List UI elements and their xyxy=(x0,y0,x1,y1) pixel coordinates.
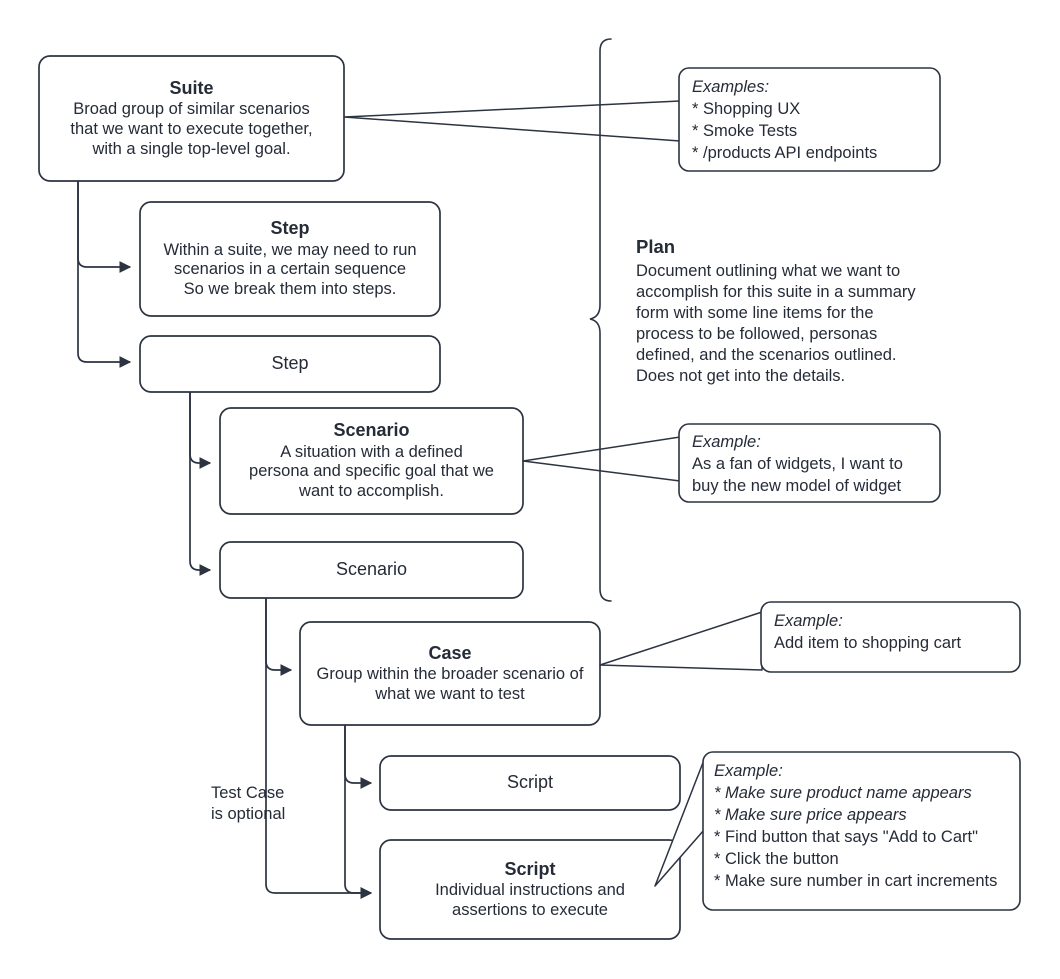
node-script-detail: Script Individual instructions and asser… xyxy=(380,840,680,939)
callout-tail-suite-examples xyxy=(343,100,681,142)
connector-step-to-scenario-detail xyxy=(189,391,212,469)
connector-scenario-to-script-detail xyxy=(265,597,373,899)
plan-line-2: accomplish for this suite in a summary xyxy=(636,282,916,301)
node-case-line-1: Group within the broader scenario of xyxy=(316,665,584,684)
callout-suite-examples: Examples: * Shopping UX * Smoke Tests * … xyxy=(692,77,942,165)
callout-script-example-line-4: * Find button that says "Add to Cart" xyxy=(714,827,978,846)
callout-case-example: Example: Add item to shopping cart xyxy=(774,611,1020,655)
callout-script-example-line-2: * Make sure product name appears xyxy=(714,783,972,802)
node-script-detail-title: Script xyxy=(504,858,556,879)
node-suite-title: Suite xyxy=(169,77,214,98)
callout-scenario-example: Example: As a fan of widgets, I want to … xyxy=(692,432,942,498)
connector-scenario-to-case xyxy=(265,597,293,676)
node-scenario-detail-line-1: A situation with a defined xyxy=(280,442,463,461)
connector-case-to-script-detail xyxy=(344,724,373,899)
callout-tail-case-example xyxy=(599,611,763,671)
connector-case-to-script-plain xyxy=(344,724,373,789)
plan-line-1: Document outlining what we want to xyxy=(636,261,901,280)
callout-scenario-example-line-1: Example: xyxy=(692,433,761,451)
callout-script-example: Example: * Make sure product name appear… xyxy=(714,761,1020,893)
plan-line-5: defined, and the scenarios outlined. xyxy=(636,346,897,365)
node-scenario-detail-title: Scenario xyxy=(333,420,410,441)
callout-scenario-example-line-3: buy the new model of widget xyxy=(692,476,902,495)
node-script-detail-line-2: assertions to execute xyxy=(452,900,608,919)
node-step-detail-line-3: So we break them into steps. xyxy=(183,280,397,299)
plan-title: Plan xyxy=(636,236,676,257)
node-box-script-detail xyxy=(379,839,681,940)
node-scenario-detail: Scenario A situation with a defined pers… xyxy=(220,408,523,514)
node-box-script-plain xyxy=(379,755,681,811)
node-scenario-plain: Scenario xyxy=(220,542,523,598)
callout-box-suite-examples xyxy=(678,67,941,172)
plan-description: Plan Document outlining what we want to … xyxy=(636,235,956,387)
callout-script-example-line-1: Example: xyxy=(714,762,783,780)
node-step-detail: Step Within a suite, we may need to run … xyxy=(140,202,440,316)
plan-line-6: Does not get into the details. xyxy=(636,367,846,386)
node-box-step-detail xyxy=(139,201,441,317)
node-script-plain: Script xyxy=(380,756,680,810)
node-script-detail-line-1: Individual instructions and xyxy=(435,881,625,900)
callout-tail-scenario-example xyxy=(522,436,681,482)
node-suite-line-3: with a single top-level goal. xyxy=(92,139,291,158)
callout-suite-examples-line-3: * Smoke Tests xyxy=(692,121,798,140)
node-box-scenario-plain xyxy=(219,541,524,599)
callout-script-example-line-3: * Make sure price appears xyxy=(714,805,907,824)
node-suite-line-2: that we want to execute together, xyxy=(70,119,313,138)
node-suite: Suite Broad group of similar scenarios t… xyxy=(39,56,344,181)
callout-box-case-example xyxy=(760,601,1021,673)
node-script-plain-title: Script xyxy=(506,772,553,793)
label-test-case-optional-line-2: is optional xyxy=(211,804,286,823)
connector-suite-to-step-detail xyxy=(77,181,132,273)
label-test-case-optional: Test Case is optional xyxy=(211,783,371,825)
node-box-suite xyxy=(38,55,345,182)
node-step-detail-line-1: Within a suite, we may need to run xyxy=(163,240,417,259)
plan-line-4: process to be followed, personas xyxy=(636,325,878,343)
connector-suite-to-step-plain xyxy=(77,181,132,368)
node-scenario-detail-line-3: want to accomplish. xyxy=(299,482,444,501)
callout-script-example-line-6: * Make sure number in cart increments xyxy=(714,871,998,890)
node-box-step-plain xyxy=(139,335,441,393)
node-box-case xyxy=(299,621,601,726)
node-step-plain-title: Step xyxy=(271,353,309,374)
plan-line-3: form with some line items for the xyxy=(636,303,874,322)
node-case-line-2: what we want to test xyxy=(375,684,525,703)
callout-scenario-example-line-2: As a fan of widgets, I want to xyxy=(692,454,903,473)
label-test-case-optional-line-1: Test Case xyxy=(211,784,285,802)
callout-box-scenario-example xyxy=(678,423,941,503)
callout-case-example-line-2: Add item to shopping cart xyxy=(774,633,962,652)
node-step-detail-title: Step xyxy=(270,218,310,239)
node-case-title: Case xyxy=(428,642,472,663)
callout-suite-examples-line-4: * /products API endpoints xyxy=(692,143,878,162)
plan-curly-brace xyxy=(589,38,612,602)
connector-step-to-scenario-plain xyxy=(189,391,212,576)
node-scenario-detail-line-2: persona and specific goal that we xyxy=(249,462,494,481)
node-step-plain: Step xyxy=(140,336,440,392)
callout-script-example-line-5: * Click the button xyxy=(714,849,839,868)
callout-suite-examples-line-1: Examples: xyxy=(692,78,770,96)
node-scenario-plain-title: Scenario xyxy=(335,559,408,580)
callout-box-script-example xyxy=(702,751,1021,911)
callout-case-example-line-1: Example: xyxy=(774,612,843,630)
node-case: Case Group within the broader scenario o… xyxy=(300,622,600,725)
callout-suite-examples-line-2: * Shopping UX xyxy=(692,99,801,118)
node-step-detail-line-2: scenarios in a certain sequence xyxy=(173,260,407,279)
node-suite-line-1: Broad group of similar scenarios xyxy=(73,100,310,119)
